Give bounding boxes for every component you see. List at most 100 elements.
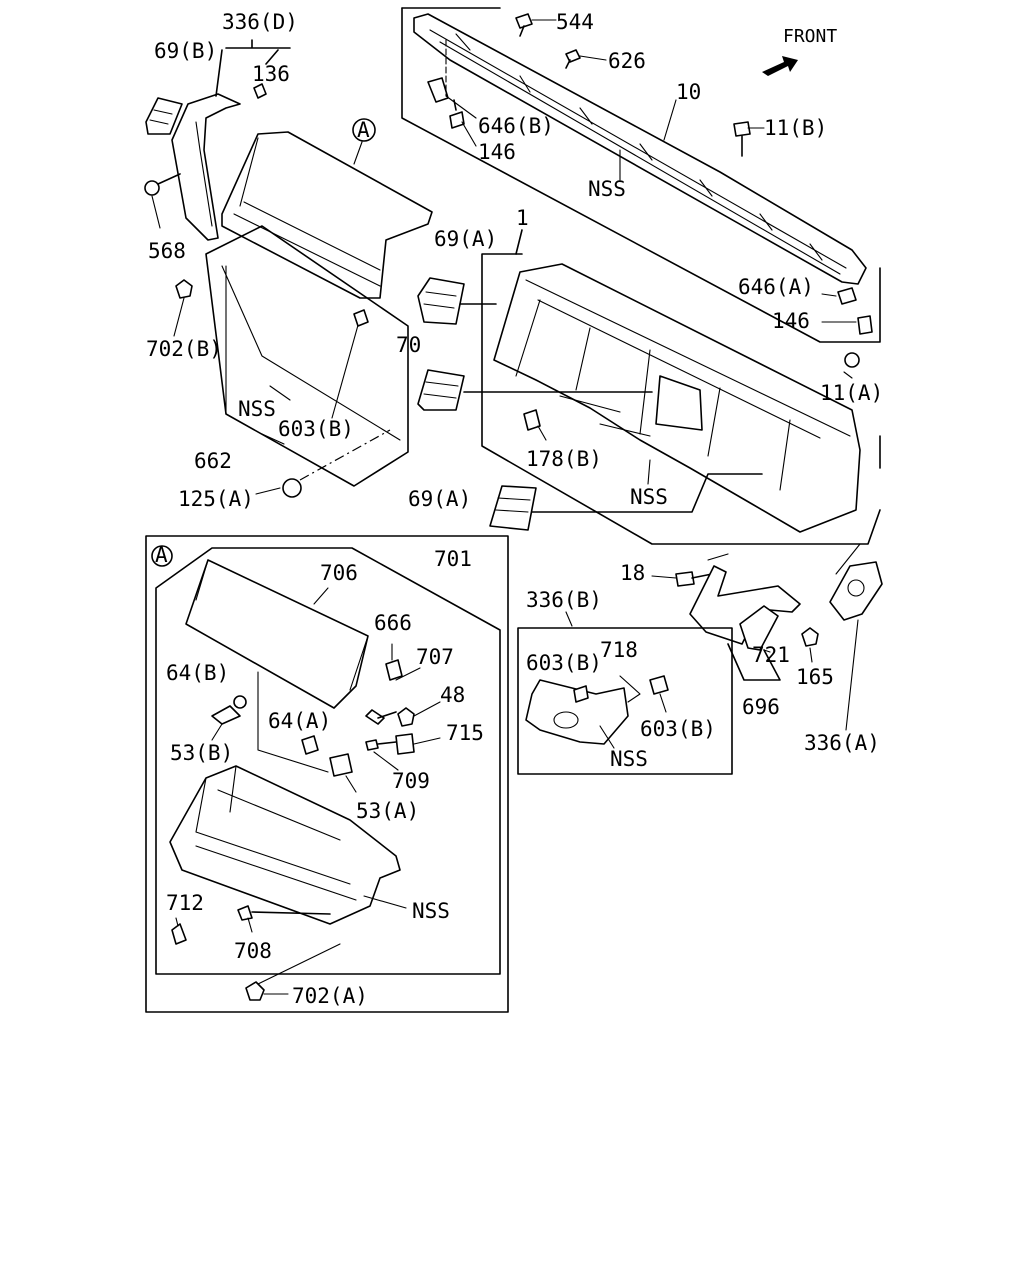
label-nss-left: NSS: [238, 397, 276, 421]
label-646B: 646(B): [478, 114, 554, 138]
vent-69A-top: [417, 277, 465, 325]
label-53B: 53(B): [170, 741, 233, 765]
label-48: 48: [440, 683, 465, 707]
cover-336B: [525, 679, 629, 745]
defroster-panel-group: [401, 7, 881, 379]
nut-702A-icon: [245, 981, 265, 1001]
clip-603B-box1-icon: [573, 685, 589, 703]
box-336B-outline: [517, 627, 733, 775]
label-10: 10: [676, 80, 701, 104]
screw-11B-icon: [733, 121, 751, 157]
group-outline-top-right: [401, 7, 881, 343]
label-69B: 69(B): [154, 39, 217, 63]
callout-A-circle: [352, 118, 376, 142]
instrument-panel-group: [417, 229, 883, 731]
label-165: 165: [796, 665, 834, 689]
trim-721: [739, 605, 779, 651]
label-11B: 11(B): [764, 116, 827, 140]
clip-603B-box2-icon: [649, 675, 669, 695]
label-603B-box2: 603(B): [640, 717, 716, 741]
label-11A: 11(A): [820, 381, 883, 405]
defroster-panel: [413, 13, 867, 285]
screw-64B-icon: [233, 695, 247, 709]
label-69A-bot: 69(A): [408, 487, 471, 511]
front-label: FRONT: [783, 26, 837, 47]
nut-48-icon: [397, 707, 415, 727]
detail-A-inner: [155, 547, 501, 975]
label-626: 626: [608, 49, 646, 73]
bolt-18-icon: [675, 571, 713, 587]
label-nss-mid: NSS: [630, 485, 668, 509]
clip-646A-icon: [837, 287, 857, 305]
label-136: 136: [252, 62, 290, 86]
clip-646B-icon: [427, 77, 449, 103]
side-trim-336D: [171, 93, 241, 241]
front-arrow-icon: [762, 56, 798, 76]
label-18: 18: [620, 561, 645, 585]
bracket-53B-icon: [211, 705, 241, 725]
label-146-top: 146: [478, 140, 516, 164]
label-544: 544: [556, 10, 594, 34]
label-nss-top: NSS: [588, 177, 626, 201]
box-336B: [517, 611, 733, 775]
label-69A-top: 69(A): [434, 227, 497, 251]
label-1: 1: [516, 206, 529, 230]
label-702B: 702(B): [146, 337, 222, 361]
label-666: 666: [374, 611, 412, 635]
label-336D: 336(D): [222, 10, 298, 34]
glove-box-housing: [169, 765, 401, 925]
label-336A: 336(A): [804, 731, 880, 755]
label-707: 707: [416, 645, 454, 669]
screw-125A-icon: [282, 478, 302, 498]
label-125A: 125(A): [178, 487, 254, 511]
label-64A: 64(A): [268, 709, 331, 733]
screw-626-icon: [565, 49, 581, 69]
label-nss-box: NSS: [610, 747, 648, 771]
screw-544-icon: [515, 13, 533, 37]
glove-box-group: A: [144, 39, 433, 498]
label-603B-left: 603(B): [278, 417, 354, 441]
label-70: 70: [396, 333, 421, 357]
clip-603B-left-icon: [353, 309, 369, 327]
label-178B: 178(B): [526, 447, 602, 471]
label-336B: 336(B): [526, 588, 602, 612]
label-646A: 646(A): [738, 275, 814, 299]
label-715: 715: [446, 721, 484, 745]
label-64B: 64(B): [166, 661, 229, 685]
label-721: 721: [752, 643, 790, 667]
clip-178B-icon: [523, 409, 541, 431]
label-696: 696: [742, 695, 780, 719]
vent-69A-bottom: [489, 485, 537, 531]
nut-165-icon: [801, 627, 819, 647]
part-labels: 336(D) 69(B) 136 544 626 10 646(B) 146 1…: [146, 10, 883, 1008]
detail-A-box: A: [145, 535, 509, 1013]
clip-712-icon: [171, 923, 187, 945]
screw-708-icon: [237, 905, 331, 921]
clip-136-icon: [253, 83, 267, 99]
label-702A: 702(A): [292, 984, 368, 1008]
label-53A: 53(A): [356, 799, 419, 823]
callout-A-top: A: [357, 118, 370, 142]
screw-11A-icon: [844, 352, 860, 368]
vent-69B: [145, 97, 183, 135]
label-603B-box1: 603(B): [526, 651, 602, 675]
label-709: 709: [392, 769, 430, 793]
label-701: 701: [434, 547, 472, 571]
side-cover-336A: [829, 561, 883, 621]
label-568: 568: [148, 239, 186, 263]
callout-A-detail: A: [155, 543, 168, 567]
bracket-53A-icon: [329, 753, 353, 777]
glove-box-upper: [221, 131, 433, 299]
screw-707-icon: [365, 709, 397, 725]
label-146-right: 146: [772, 309, 810, 333]
detail-A-outer: [145, 535, 509, 1013]
label-712: 712: [166, 891, 204, 915]
clip-666-icon: [385, 659, 403, 681]
screw-64A-icon: [301, 735, 319, 755]
lower-trim-group: [651, 553, 819, 681]
label-662: 662: [194, 449, 232, 473]
vent-70: [417, 369, 465, 411]
label-706: 706: [320, 561, 358, 585]
